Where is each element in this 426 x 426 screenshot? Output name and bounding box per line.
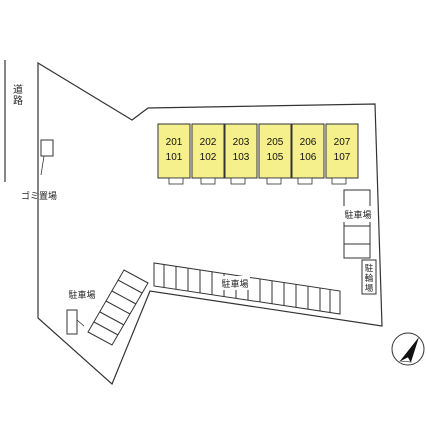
unit-205-105: 205 105 [258,123,292,185]
small-shed [66,309,78,335]
garbage-area-box [40,139,54,157]
unit-upper-number: 202 [200,137,217,148]
unit-upper-number: 201 [166,137,183,148]
bicycle-label-char-3: 場 [365,283,374,294]
parking-right-label: 駐車場 [344,209,371,221]
parking-left-label-bg [66,288,98,301]
bicycle-parking-box [361,259,377,295]
unit-lower-number: 101 [166,152,183,163]
bicycle-label-char-2: 輪 [365,273,374,284]
unit-203-103: 203 103 [224,123,258,185]
unit-upper-number: 203 [233,137,250,148]
parking-center-label-bg [220,276,250,290]
unit-lower-number: 105 [267,152,284,163]
unit-202-102: 202 102 [191,123,225,185]
road-label-char-2: 路 [13,94,23,107]
unit-upper-number: 205 [267,137,284,148]
unit-upper-number: 207 [334,137,351,148]
unit-201-101: 201 101 [157,123,191,185]
north-arrow-icon [391,332,425,366]
unit-206-106: 206 106 [291,123,325,185]
shed-line [76,319,85,327]
garbage-leader-line [40,155,45,176]
unit-207-107: 207 107 [325,123,359,185]
unit-upper-number: 206 [300,137,317,148]
garbage-area-label: ゴミ置場 [21,190,57,202]
site-boundary [37,61,383,386]
road-label-char-1: 道 [13,83,23,96]
parking-right [343,189,371,259]
apartment-building: 201 101 202 102 203 103 205 105 206 106 [157,123,359,185]
parking-left-label: 駐車場 [68,289,95,301]
unit-lower-number: 106 [300,152,317,163]
parking-center-label: 駐車場 [221,278,248,290]
bicycle-label-char-1: 駐 [365,263,374,274]
unit-lower-number: 102 [200,152,217,163]
unit-lower-number: 103 [233,152,250,163]
parking-left [87,269,149,346]
parking-right-label-bg [343,206,373,222]
unit-lower-number: 107 [334,152,351,163]
